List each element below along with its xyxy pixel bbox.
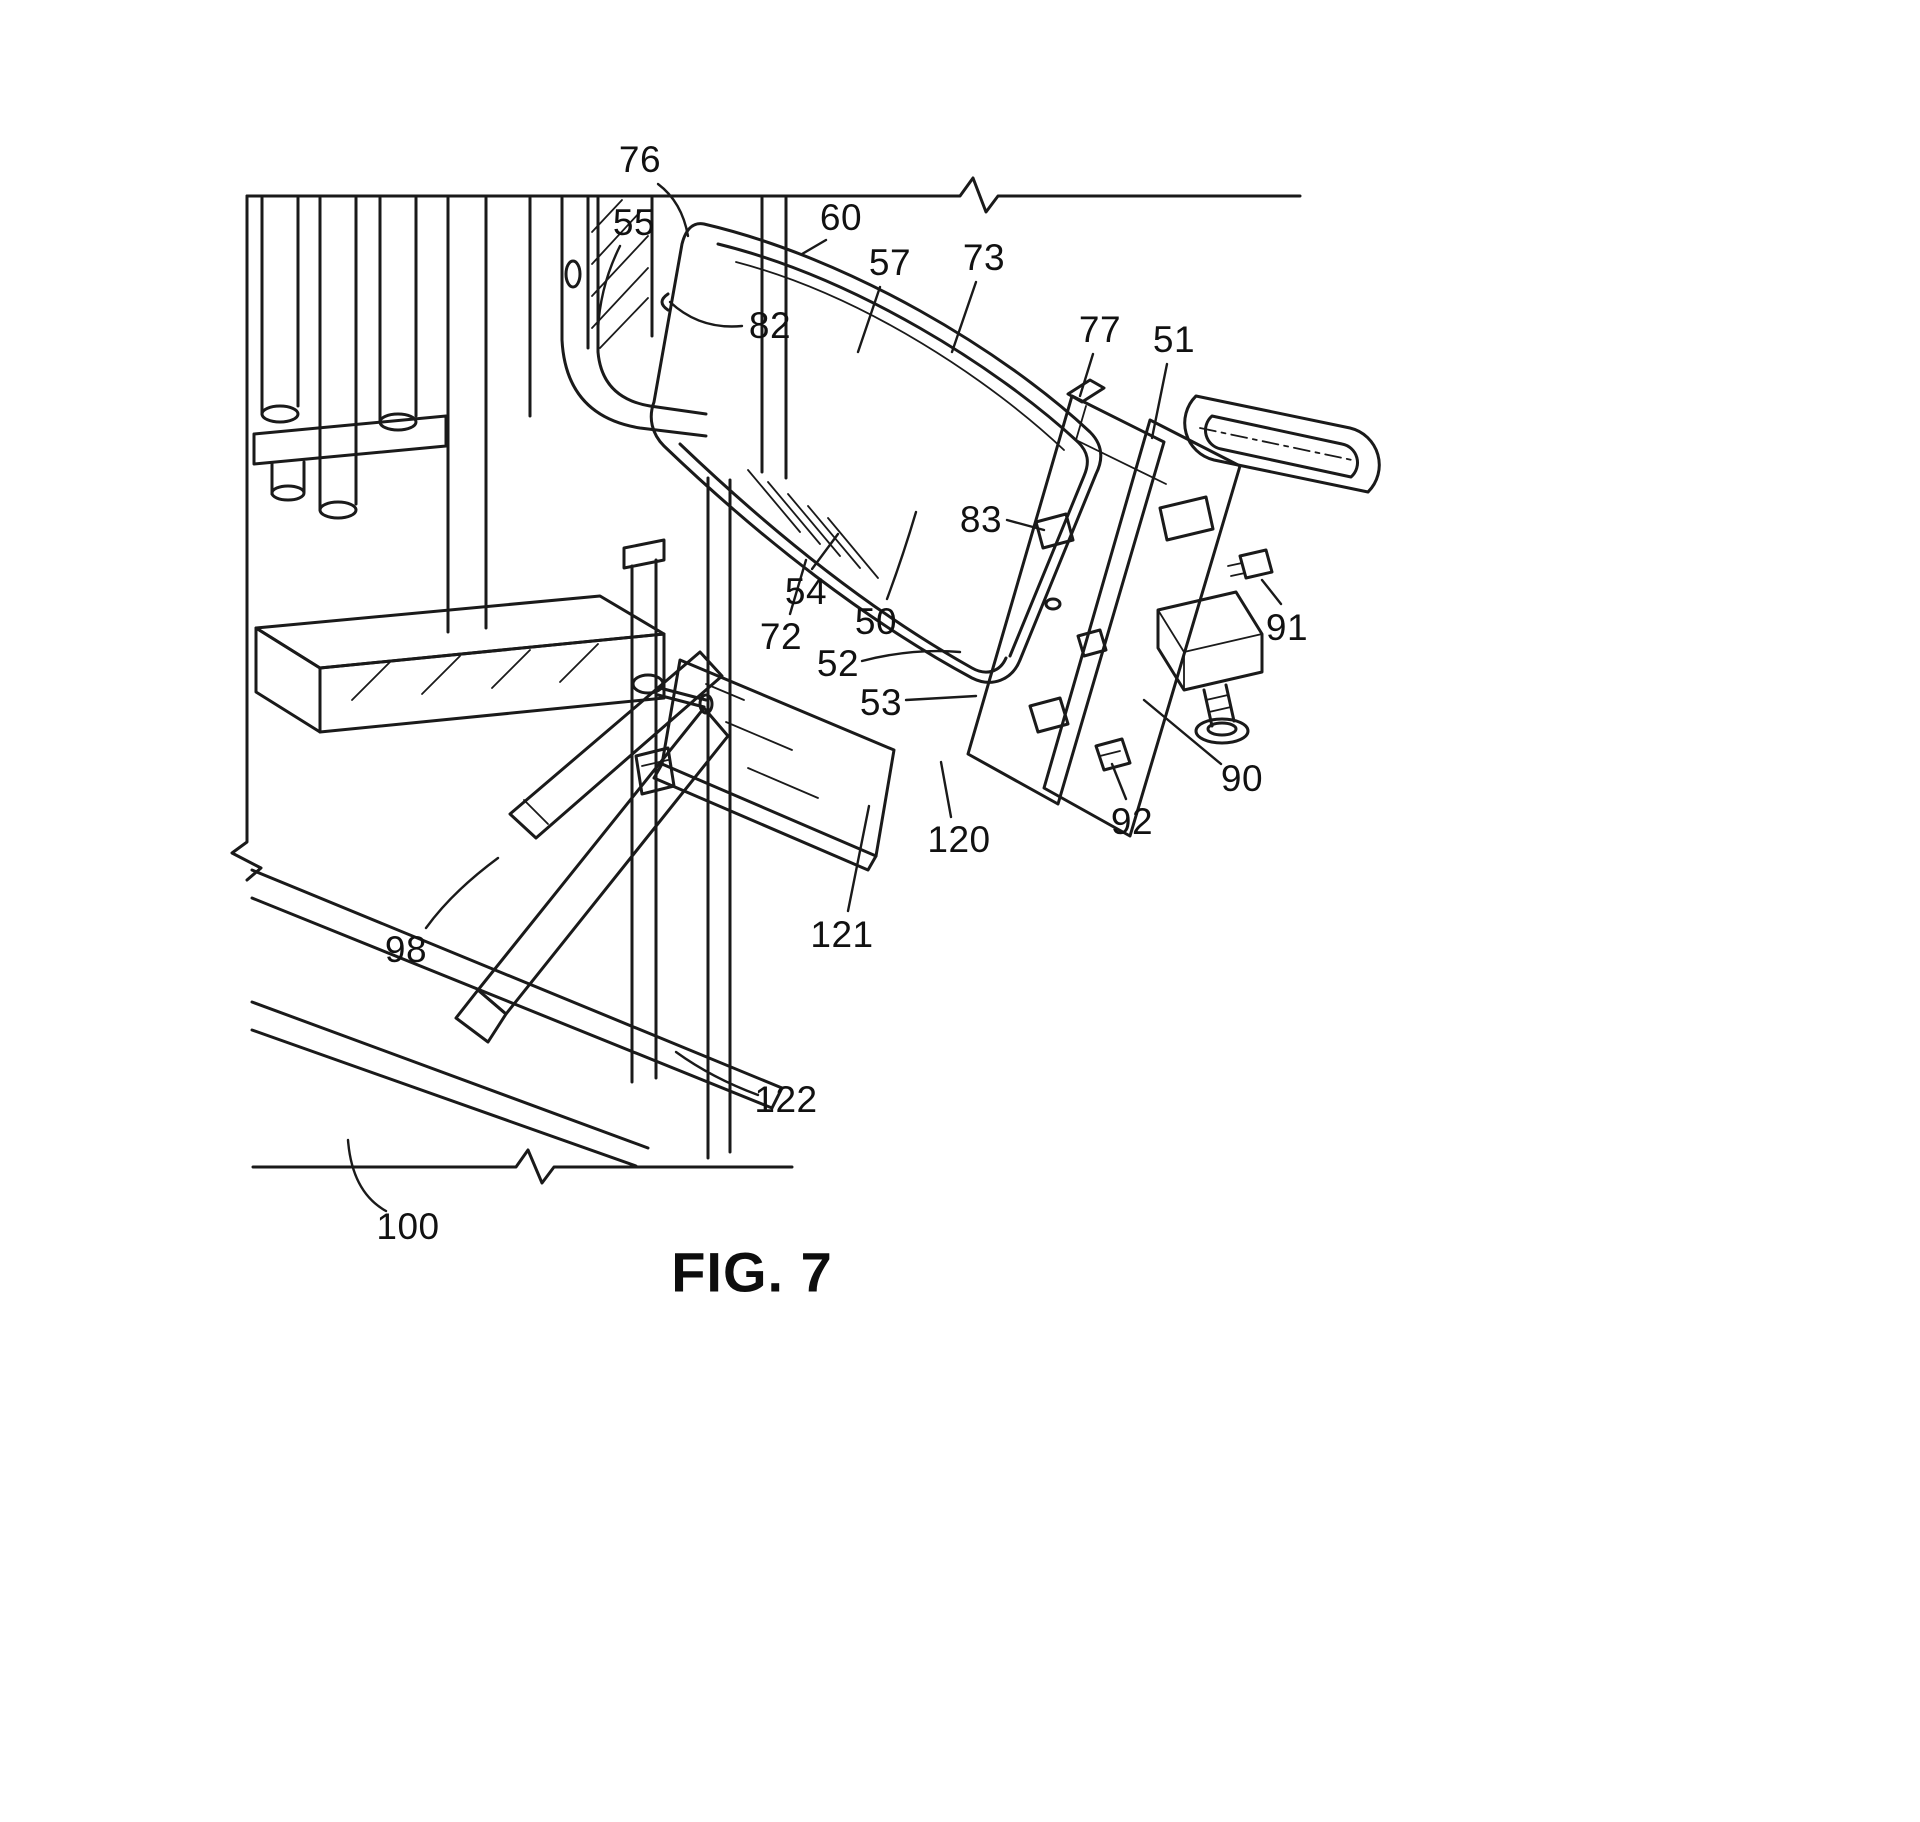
ref-label-92: 92 <box>1110 801 1154 842</box>
machine-frame <box>252 196 788 734</box>
ref-label-100: 100 <box>376 1206 440 1247</box>
ref-label-76: 76 <box>618 139 662 180</box>
ref-label-60: 60 <box>819 197 863 238</box>
leader-line-57 <box>856 285 882 354</box>
ref-label-120: 120 <box>927 819 991 860</box>
leader-line-76 <box>656 182 690 238</box>
leader-line-50 <box>885 510 918 601</box>
ref-label-51: 51 <box>1152 319 1196 360</box>
leader-line-83 <box>1005 518 1046 532</box>
leader-line-92 <box>1110 762 1128 801</box>
leader-line-54 <box>810 532 840 571</box>
ref-label-122: 122 <box>754 1079 818 1120</box>
ref-label-83: 83 <box>959 499 1003 540</box>
leader-line-120 <box>939 760 953 819</box>
leader-line-72 <box>788 558 808 616</box>
ref-label-57: 57 <box>868 242 912 283</box>
ref-label-90: 90 <box>1220 758 1264 799</box>
leader-line-91 <box>1260 578 1283 606</box>
leader-lines <box>346 182 1283 1213</box>
bracket-assembly <box>966 378 1381 838</box>
ref-label-98: 98 <box>384 929 428 970</box>
leader-line-60 <box>800 238 828 256</box>
ref-label-82: 82 <box>748 305 792 346</box>
leader-line-52 <box>860 649 962 663</box>
leader-line-100 <box>346 1138 388 1213</box>
ref-label-91: 91 <box>1265 607 1309 648</box>
leader-line-77 <box>1078 352 1095 398</box>
leader-line-122 <box>674 1050 760 1097</box>
figure-caption: FIG. 7 <box>671 1240 833 1304</box>
ref-label-55: 55 <box>612 202 656 243</box>
leader-line-73 <box>950 280 978 354</box>
leader-line-121 <box>846 804 871 913</box>
leader-line-82 <box>668 300 744 328</box>
ref-label-52: 52 <box>816 643 860 684</box>
leader-line-53 <box>904 694 978 702</box>
back-pad <box>649 222 1108 684</box>
ref-label-53: 53 <box>859 682 903 723</box>
ref-label-72: 72 <box>759 616 803 657</box>
leader-line-55 <box>596 244 622 332</box>
ref-label-54: 54 <box>784 571 828 612</box>
leader-line-90 <box>1142 698 1223 766</box>
support-structure <box>454 476 896 1160</box>
ref-label-73: 73 <box>962 237 1006 278</box>
leader-line-51 <box>1150 362 1169 440</box>
ref-label-77: 77 <box>1078 309 1122 350</box>
leader-line-98 <box>424 856 500 930</box>
base-rails <box>250 868 784 1168</box>
ref-label-50: 50 <box>854 601 898 642</box>
ref-label-121: 121 <box>810 914 874 955</box>
